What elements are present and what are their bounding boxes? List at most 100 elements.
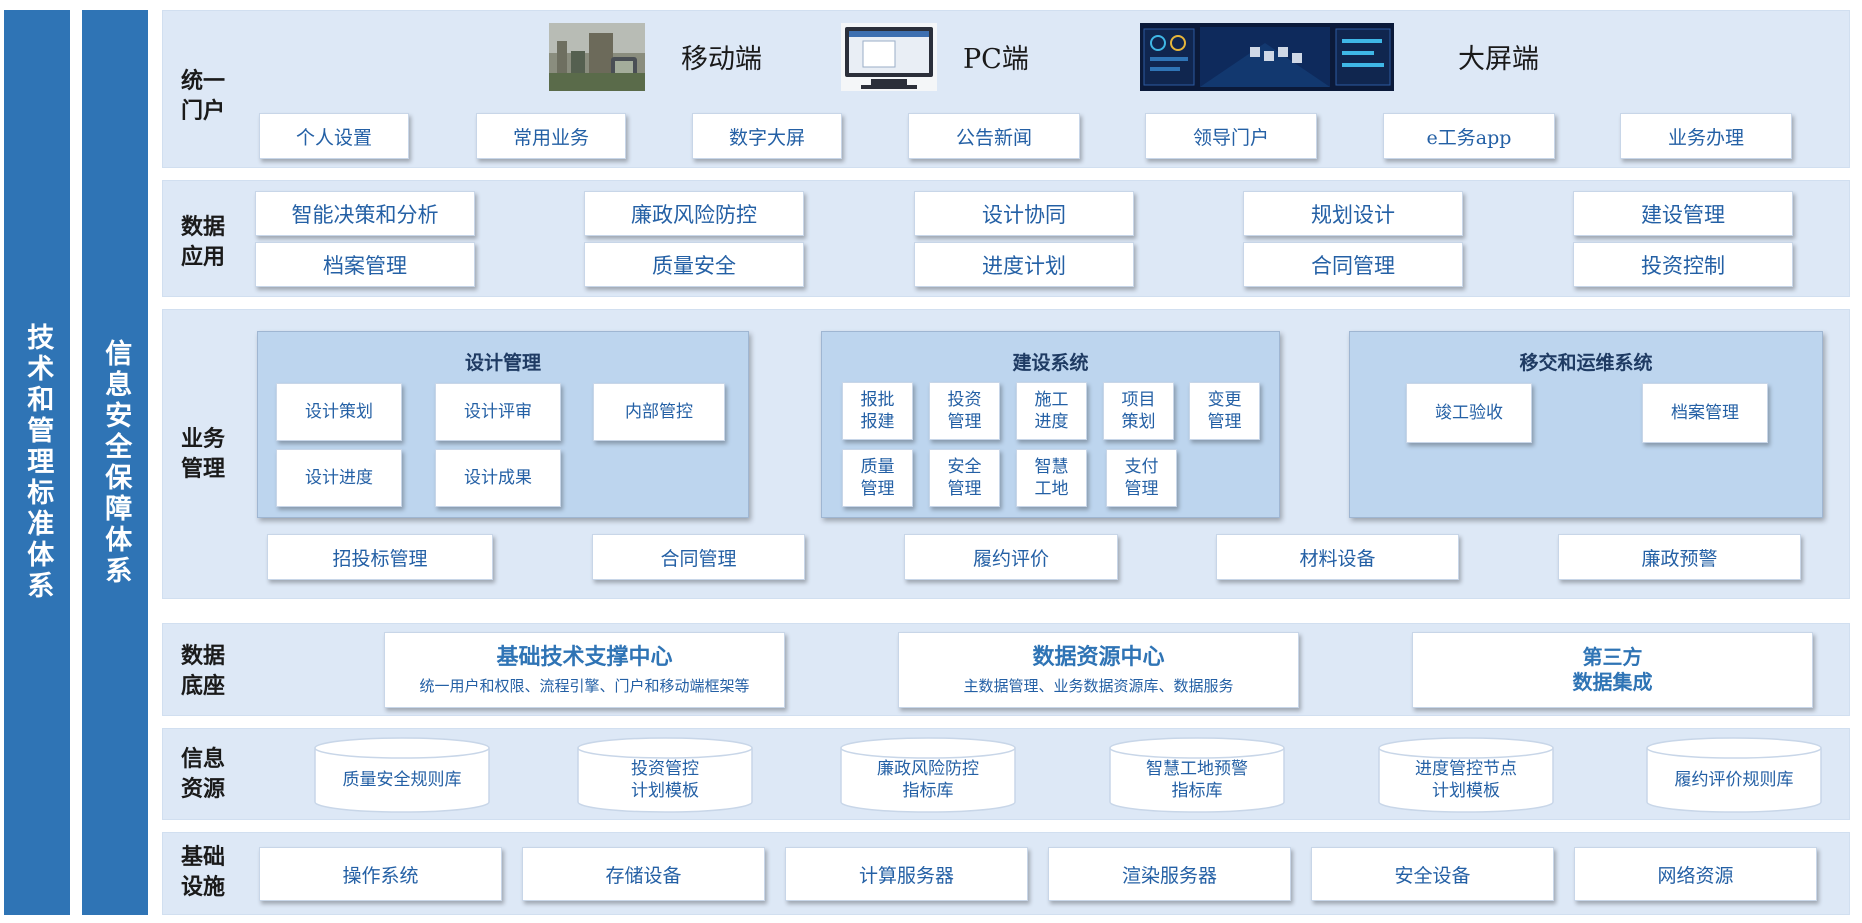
materials-equipment[interactable]: 材料设备 [1216, 534, 1459, 580]
info-resource-label: 信息资源 [181, 745, 241, 804]
archive-management[interactable]: 档案管理 [1642, 383, 1768, 443]
construction-system-title: 建设系统 [1012, 352, 1089, 374]
db-investment-line2: 计划模板 [631, 781, 699, 801]
smart-site-line2: 工地 [1034, 479, 1069, 499]
db-performance-rules[interactable]: 履约评价规则库 [1645, 736, 1823, 814]
payment-line2: 管理 [1124, 479, 1159, 499]
infra-compute-server[interactable]: 计算服务器 [785, 847, 1028, 901]
db-quality-safety-text: 质量安全规则库 [342, 769, 462, 790]
tech-management-standard-text: 技术和管理标准体系 [22, 323, 54, 602]
infrastructure-layer: 基础设施 操作系统 存储设备 计算服务器 渲染服务器 安全设备 网络资源 [162, 832, 1850, 915]
db-smart-site-line2: 指标库 [1171, 781, 1223, 801]
construction-investment[interactable]: 投资 管理 [929, 382, 1000, 440]
infra-security-device[interactable]: 安全设备 [1311, 847, 1554, 901]
portal-business-handling[interactable]: 业务办理 [1620, 113, 1792, 159]
db-integrity-risk-index[interactable]: 廉政风险防控指标库 [839, 736, 1017, 814]
construction-schedule[interactable]: 施工 进度 [1016, 382, 1087, 440]
design-results[interactable]: 设计成果 [435, 449, 561, 507]
bidding-management[interactable]: 招投标管理 [267, 534, 493, 580]
data-application-layer: 数据应用 智能决策和分析 廉政风险防控 设计协同 规划设计 建设管理 档案管理 … [162, 180, 1850, 297]
design-planning[interactable]: 设计策划 [276, 383, 402, 441]
infra-render-server[interactable]: 渲染服务器 [1048, 847, 1291, 901]
data-foundation-label-text: 数据底座 [181, 643, 226, 699]
tech-management-standard-bar: 技术和管理标准体系 [4, 10, 70, 915]
db-smart-site-warning[interactable]: 智慧工地预警指标库 [1108, 736, 1286, 814]
construction-payment[interactable]: 支付 管理 [1106, 449, 1177, 507]
db-schedule-text: 进度管控节点计划模板 [1415, 748, 1517, 802]
portal-layer: 统一门户 移动端 PC端 [162, 10, 1850, 168]
business-management-label: 业务管理 [181, 425, 241, 484]
third-party-integration[interactable]: 第三方 数据集成 [1412, 632, 1813, 708]
portal-label-text: 统一门户 [181, 68, 226, 124]
info-security-bar: 信息安全保障体系 [82, 10, 148, 915]
safety-line2: 管理 [947, 479, 982, 499]
construction-change[interactable]: 变更 管理 [1189, 382, 1260, 440]
infra-network[interactable]: 网络资源 [1574, 847, 1817, 901]
app-planning-design[interactable]: 规划设计 [1243, 191, 1463, 236]
info-resource-layer: 信息资源 质量安全规则库 投资管控计划模板 廉政风险防控指标库 智慧工地预警指标… [162, 728, 1850, 820]
integrity-warning[interactable]: 廉政预警 [1558, 534, 1801, 580]
app-design-collab[interactable]: 设计协同 [914, 191, 1134, 236]
tech-support-center[interactable]: 基础技术支撑中心 统一用户和权限、流程引擎、门户和移动端框架等 [384, 632, 785, 708]
construction-project-plan[interactable]: 项目 策划 [1103, 382, 1174, 440]
app-integrity-risk[interactable]: 廉政风险防控 [584, 191, 804, 236]
app-construction-mgmt[interactable]: 建设管理 [1573, 191, 1793, 236]
schedule-line1: 施工 [1034, 389, 1069, 410]
database-cylinder-icon [577, 737, 753, 813]
db-integrity-line1: 廉政风险防控 [877, 758, 979, 779]
handover-ops-group: 移交和运维系统 竣工验收 档案管理 [1349, 331, 1823, 518]
construction-quality[interactable]: 质量 管理 [842, 449, 913, 507]
design-management-group: 设计管理 设计策划 设计评审 内部管控 设计进度 设计成果 [257, 331, 749, 518]
design-review[interactable]: 设计评审 [435, 383, 561, 441]
portal-announcements[interactable]: 公告新闻 [908, 113, 1080, 159]
portal-digital-screen[interactable]: 数字大屏 [692, 113, 842, 159]
data-application-label-text: 数据应用 [181, 214, 226, 270]
infrastructure-label-text: 基础设施 [181, 844, 226, 900]
contract-management[interactable]: 合同管理 [592, 534, 805, 580]
big-screen-thumbnail [1140, 23, 1394, 91]
app-intelligent-decision[interactable]: 智能决策和分析 [255, 191, 475, 236]
portal-common-business[interactable]: 常用业务 [476, 113, 626, 159]
channel-pc: PC端 [963, 44, 1029, 75]
app-archive-mgmt[interactable]: 档案管理 [255, 242, 475, 287]
construction-smart-site[interactable]: 智慧 工地 [1016, 449, 1087, 507]
app-contract-mgmt[interactable]: 合同管理 [1243, 242, 1463, 287]
portal-personal-settings[interactable]: 个人设置 [259, 113, 409, 159]
pc-monitor-icon [841, 23, 937, 91]
handover-ops-title: 移交和运维系统 [1519, 352, 1653, 374]
internal-control[interactable]: 内部管控 [593, 383, 725, 441]
smart-site-line1: 智慧 [1034, 456, 1069, 477]
construction-approval[interactable]: 报批 报建 [842, 382, 913, 440]
database-cylinder-icon [1109, 737, 1285, 813]
db-schedule-node-template[interactable]: 进度管控节点计划模板 [1377, 736, 1555, 814]
app-investment-control[interactable]: 投资控制 [1573, 242, 1793, 287]
app-schedule-plan[interactable]: 进度计划 [914, 242, 1134, 287]
construction-safety[interactable]: 安全 管理 [929, 449, 1000, 507]
database-cylinder-icon [314, 737, 490, 813]
db-investment-text: 投资管控计划模板 [631, 748, 699, 802]
construction-system-group: 建设系统 报批 报建 投资 管理 施工 进度 项目 策划 变更 管理 质量 管理… [821, 331, 1280, 518]
info-security-text: 信息安全保障体系 [100, 338, 132, 587]
app-quality-safety[interactable]: 质量安全 [584, 242, 804, 287]
db-quality-safety-rules[interactable]: 质量安全规则库 [313, 736, 491, 814]
change-line1: 变更 [1207, 389, 1242, 410]
data-resource-center[interactable]: 数据资源中心 主数据管理、业务数据资源库、数据服务 [898, 632, 1299, 708]
approval-line2: 报建 [860, 412, 895, 432]
db-investment-template[interactable]: 投资管控计划模板 [576, 736, 754, 814]
performance-evaluation[interactable]: 履约评价 [904, 534, 1118, 580]
data-resource-subtitle: 主数据管理、业务数据资源库、数据服务 [963, 677, 1234, 696]
infra-storage[interactable]: 存储设备 [522, 847, 765, 901]
design-progress[interactable]: 设计进度 [276, 449, 402, 507]
data-application-label: 数据应用 [181, 213, 241, 272]
database-cylinder-icon [1378, 737, 1554, 813]
completion-acceptance[interactable]: 竣工验收 [1406, 383, 1532, 443]
database-cylinder-icon [840, 737, 1016, 813]
db-smart-site-line1: 智慧工地预警 [1146, 758, 1248, 779]
portal-leader-portal[interactable]: 领导门户 [1145, 113, 1317, 159]
portal-e-app[interactable]: e工务app [1383, 113, 1555, 159]
infra-operating-system[interactable]: 操作系统 [259, 847, 502, 901]
portal-layer-label: 统一门户 [181, 67, 241, 126]
infrastructure-label: 基础设施 [181, 843, 241, 902]
business-management-label-text: 业务管理 [181, 426, 226, 482]
tech-support-subtitle: 统一用户和权限、流程引擎、门户和移动端框架等 [419, 677, 750, 696]
